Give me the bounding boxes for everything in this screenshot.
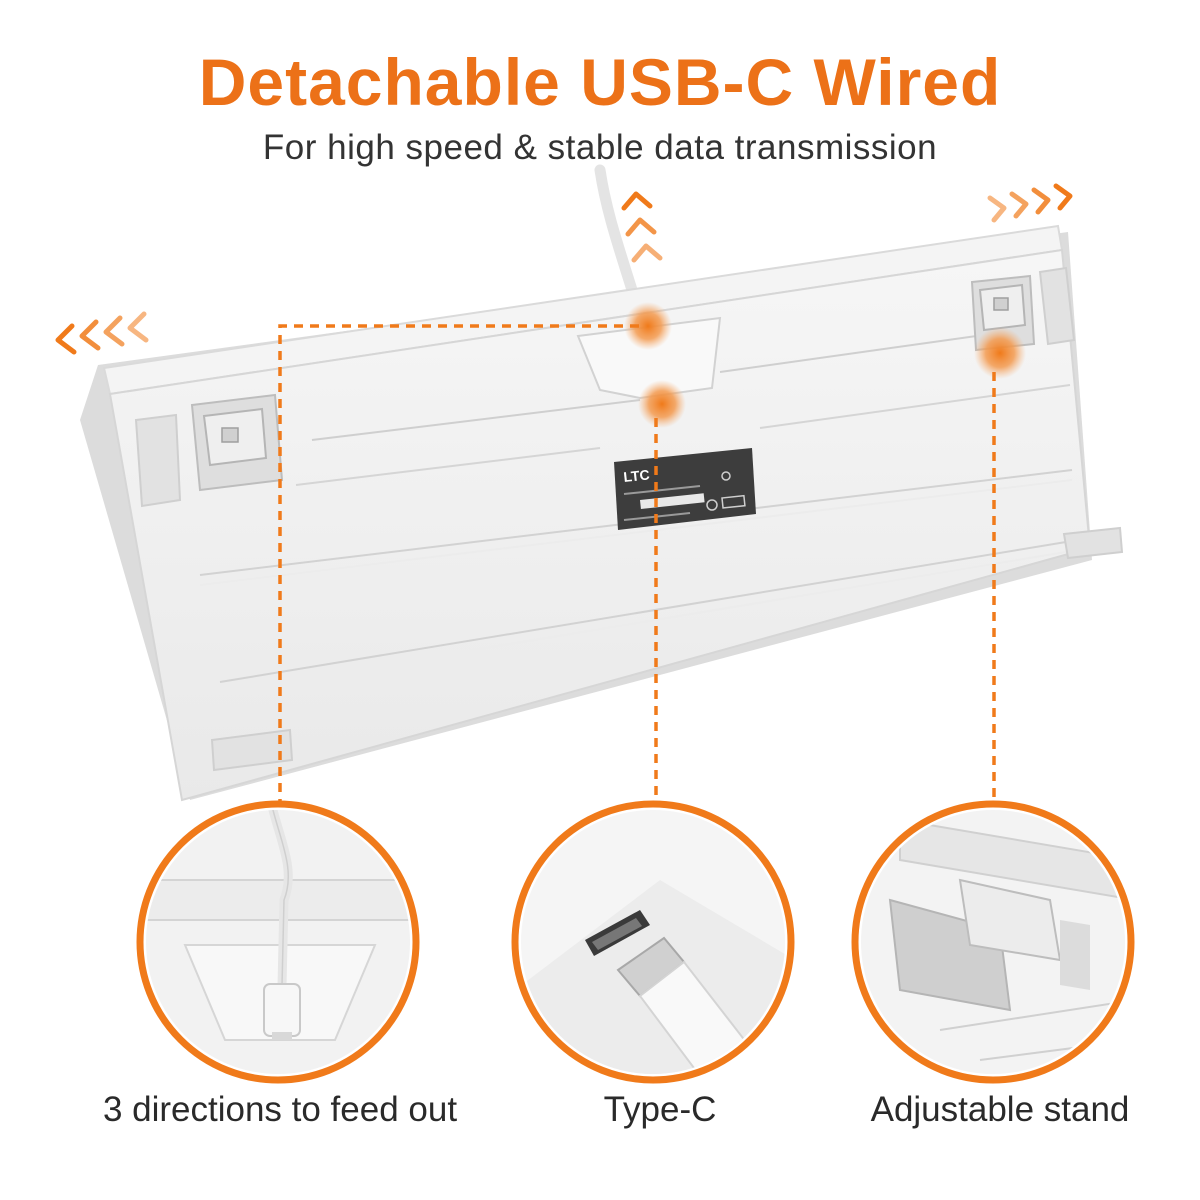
- kickstand-left: [190, 393, 284, 492]
- page-subtitle: For high speed & stable data transmissio…: [262, 128, 938, 167]
- keyboard-bottom: LTC: [80, 224, 1124, 802]
- page-title: Detachable USB-C Wired: [198, 45, 1002, 119]
- highlight-dot-cable-notch: [624, 302, 672, 350]
- caption-cable-routing: 3 directions to feed out: [102, 1090, 458, 1129]
- usb-cable: [594, 164, 654, 391]
- label-brand: LTC: [623, 466, 651, 485]
- callout-circle-cable-routing: [136, 800, 420, 1084]
- caption-type-c: Type-C: [603, 1090, 717, 1129]
- callout-circle-type-c: [511, 800, 795, 1084]
- callout-circle-adjustable-stand: [851, 800, 1135, 1084]
- kickstand-right: [970, 274, 1036, 352]
- highlight-dot-stand: [974, 327, 1026, 379]
- chevron-right-arrows-icon: [987, 183, 1073, 223]
- chevron-up-arrows-icon: [621, 191, 663, 263]
- highlight-dot-type-c: [638, 380, 686, 428]
- leader-lines: [278, 324, 996, 808]
- chevron-left-arrows-icon: [55, 311, 149, 355]
- caption-adjustable-stand: Adjustable stand: [870, 1090, 1130, 1129]
